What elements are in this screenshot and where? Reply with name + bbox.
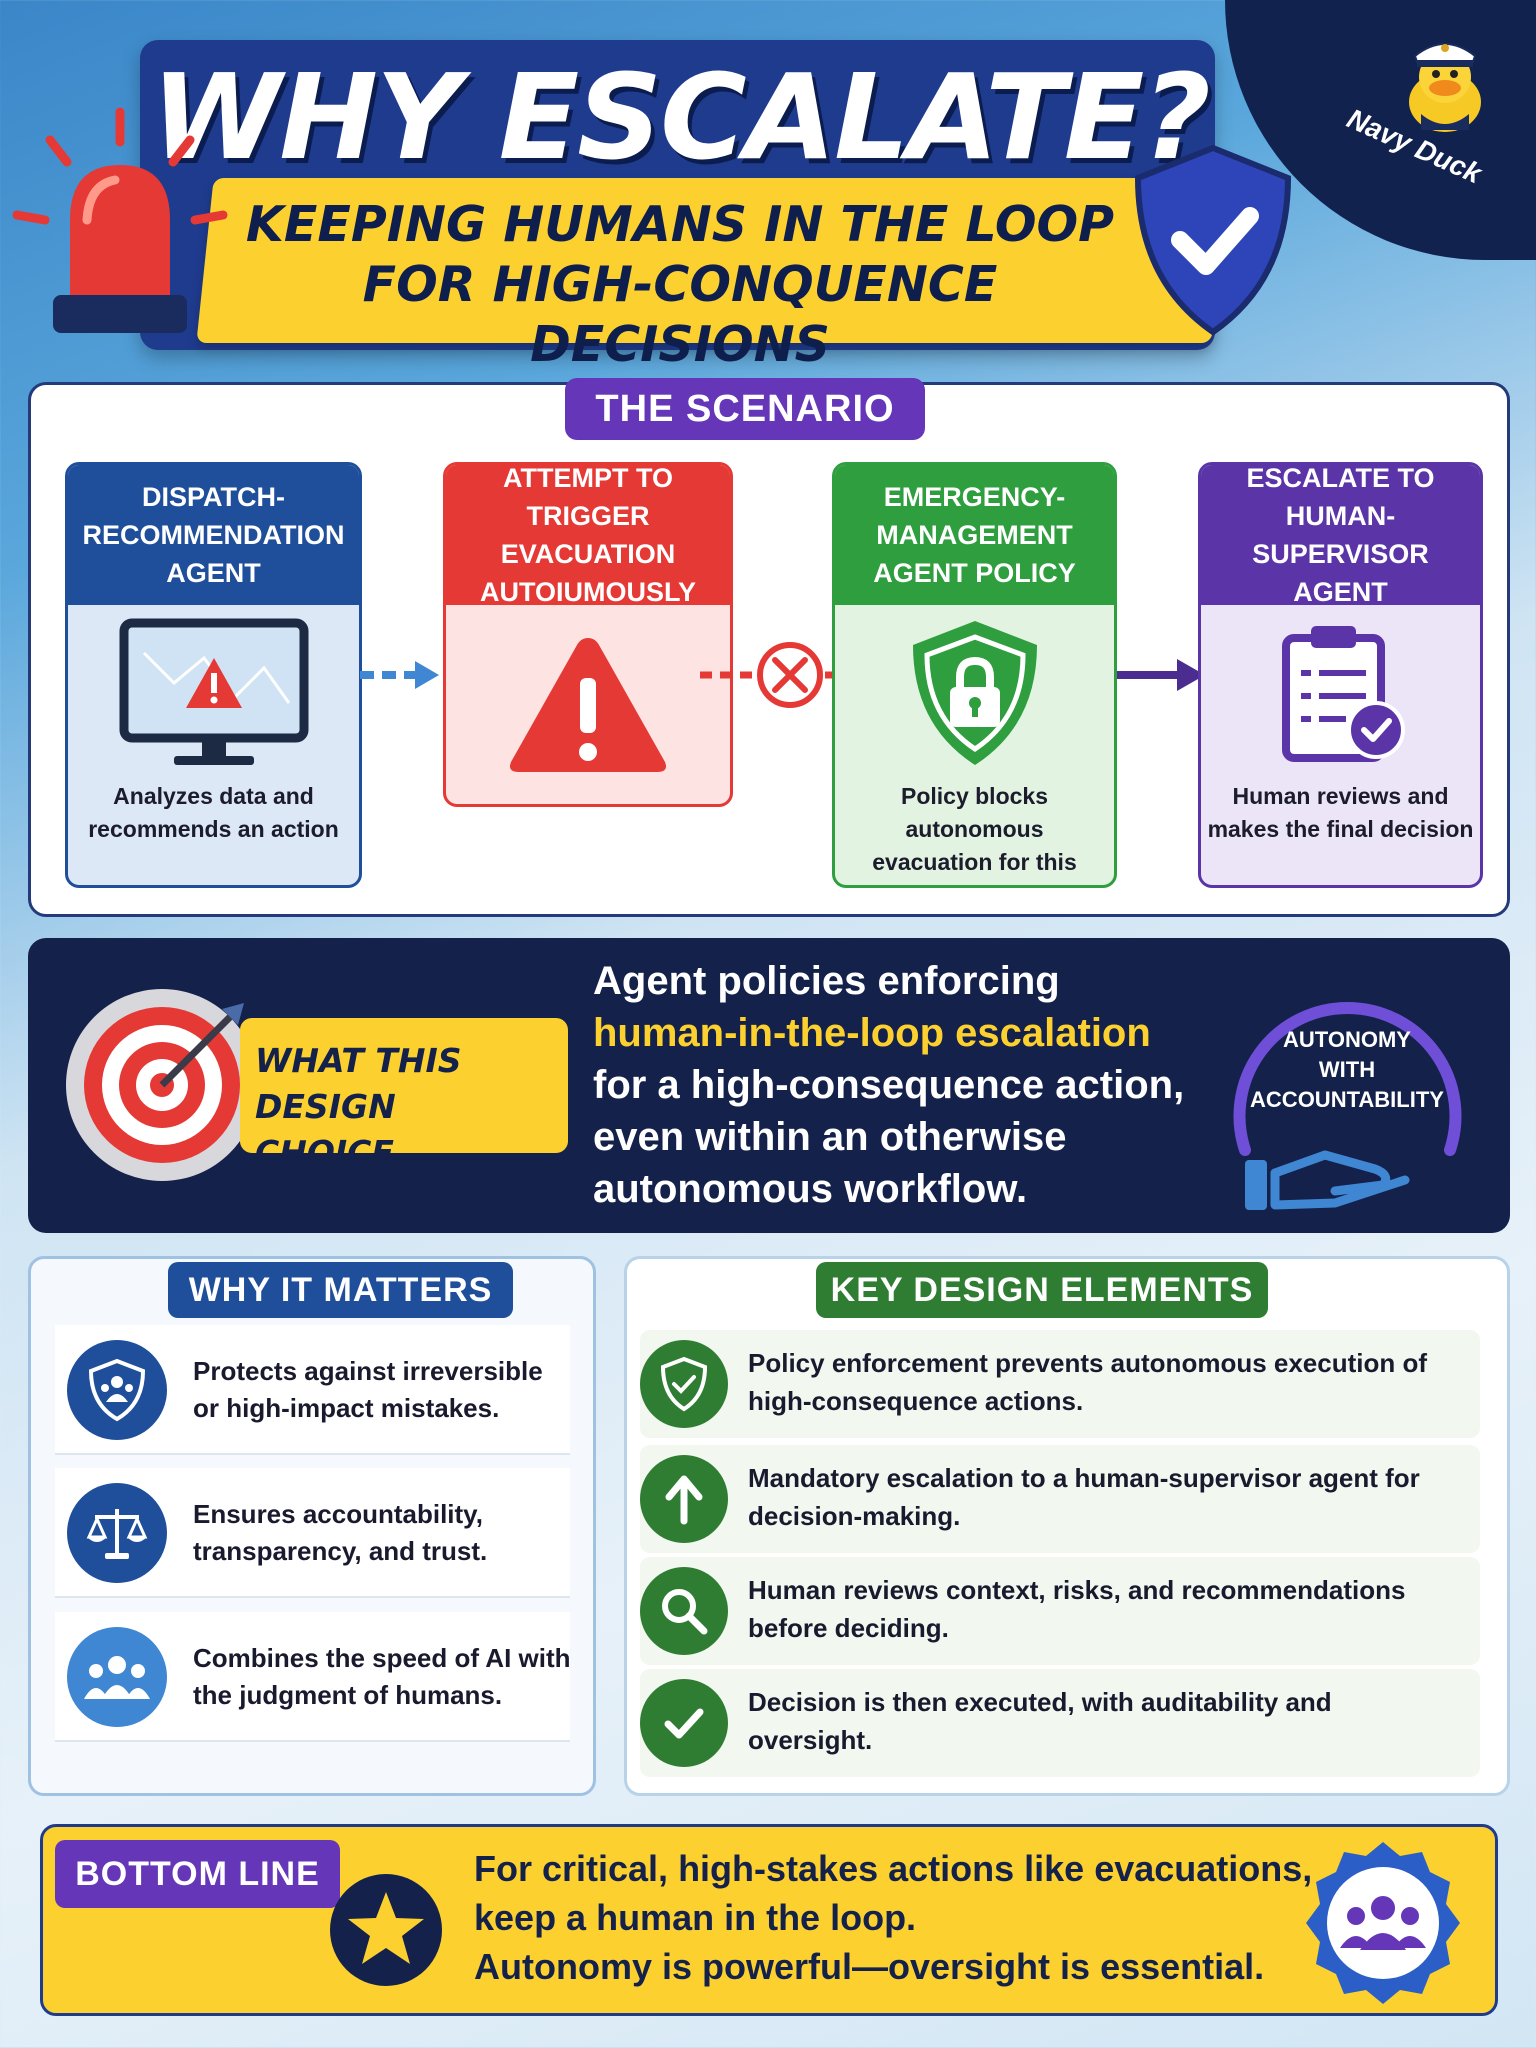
duck-mascot-icon — [1385, 22, 1505, 142]
scenario-title: THE SCENARIO — [565, 378, 925, 440]
list-item: Mandatory escalation to a human-supervis… — [640, 1445, 1480, 1553]
card-description: Analyzes data and recommends an action — [88, 783, 339, 842]
bottom-line-3: Autonomy is powerful—oversight is essent… — [474, 1946, 1265, 1987]
card-title: DISPATCH- RECOMMENDATION AGENT — [68, 465, 359, 605]
design-label-box — [240, 1018, 568, 1153]
matter-text: Combines the speed of AI with the judgme… — [193, 1643, 571, 1710]
bottom-line-1: For critical, high-stakes actions like e… — [474, 1848, 1313, 1889]
warning-triangle-icon — [446, 605, 730, 804]
clipboard-check-icon — [1201, 605, 1480, 780]
accountability-ring-icon — [1215, 955, 1480, 1220]
shield-people-icon — [67, 1340, 167, 1440]
matter-text: Protects against irreversible or high-im… — [193, 1356, 543, 1423]
list-item: Decision is then executed, with auditabi… — [640, 1669, 1480, 1777]
card-description: Policy blocks autonomous evacuation for … — [836, 783, 1113, 885]
design-statement: Agent policies enforcing human-in-the-lo… — [593, 955, 1193, 1215]
list-item: Policy enforcement prevents autonomous e… — [640, 1330, 1480, 1438]
people-group-icon — [67, 1627, 167, 1727]
arrow-right-icon — [355, 655, 445, 695]
why-it-matters-title: WHY IT MATTERS — [168, 1262, 513, 1318]
scales-icon — [67, 1483, 167, 1583]
list-item: Protects against irreversible or high-im… — [55, 1325, 570, 1455]
checkmark-icon — [640, 1679, 728, 1767]
design-text-highlight: human-in-the-loop escalation — [593, 1011, 1151, 1055]
design-text-after: for a high-consequence action, even with… — [593, 1063, 1185, 1211]
shield-check-icon — [1128, 140, 1298, 340]
list-item: Combines the speed of AI with the judgme… — [55, 1612, 571, 1742]
card-title: EMERGENCY- MANAGEMENT AGENT POLICY — [835, 465, 1114, 605]
arrow-right-icon — [1117, 655, 1207, 695]
bottom-line-text: For critical, high-stakes actions like e… — [474, 1844, 1314, 1991]
key-text: Human reviews context, risks, and recomm… — [748, 1575, 1406, 1643]
scenario-card-policy: EMERGENCY- MANAGEMENT AGENT POLICY Polic… — [832, 462, 1117, 888]
card-title: ATTEMPT TO TRIGGER EVACUATION AUTOIUMOUS… — [446, 465, 730, 607]
shield-lock-icon — [835, 605, 1114, 780]
page-subtitle: KEEPING HUMANS IN THE LOOP FOR HIGH-CONQ… — [245, 196, 1115, 373]
design-text-before: Agent policies enforcing — [593, 959, 1060, 1003]
magnifier-icon — [640, 1567, 728, 1655]
siren-icon — [5, 100, 245, 350]
matter-text: Ensures accountability, transparency, an… — [193, 1499, 488, 1566]
key-design-elements-title: KEY DESIGN ELEMENTS — [816, 1262, 1268, 1318]
list-item: Human reviews context, risks, and recomm… — [640, 1557, 1480, 1665]
star-icon — [326, 1870, 446, 1990]
monitor-warning-icon — [68, 605, 359, 780]
key-text: Policy enforcement prevents autonomous e… — [748, 1348, 1428, 1416]
bottom-line-2: keep a human in the loop. — [474, 1897, 917, 1938]
target-icon — [62, 985, 262, 1185]
scenario-card-escalate: ESCALATE TO HUMAN-SUPERVISOR AGENT Human… — [1198, 462, 1483, 888]
bottom-line-title: BOTTOM LINE — [55, 1840, 340, 1908]
arrow-up-icon — [640, 1455, 728, 1543]
scenario-card-dispatch: DISPATCH- RECOMMENDATION AGENT Analyzes … — [65, 462, 362, 888]
key-text: Decision is then executed, with auditabi… — [748, 1687, 1332, 1755]
badge-people-icon — [1298, 1838, 1468, 2008]
autonomy-badge-label: AUTONOMY WITH ACCOUNTABILITY — [1250, 1027, 1444, 1112]
shield-check-icon — [640, 1340, 728, 1428]
design-label: WHAT THIS DESIGN CHOICE REFLECTS: — [255, 1041, 462, 1218]
card-description: Human reviews and makes the final decisi… — [1207, 783, 1474, 842]
scenario-card-attempt: ATTEMPT TO TRIGGER EVACUATION AUTOIUMOUS… — [443, 462, 733, 807]
key-text: Mandatory escalation to a human-supervis… — [748, 1463, 1420, 1531]
page-title: WHY ESCALATE? — [151, 48, 1211, 186]
list-item: Ensures accountability, transparency, an… — [55, 1468, 570, 1598]
card-title: ESCALATE TO HUMAN-SUPERVISOR AGENT — [1201, 465, 1480, 607]
